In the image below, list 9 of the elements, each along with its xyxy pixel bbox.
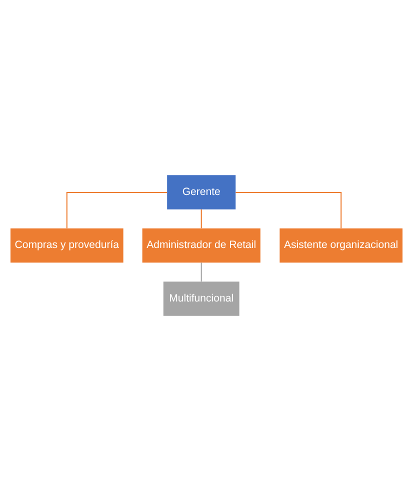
node-box: Multifuncional: [163, 281, 240, 316]
node-box: Compras y proveduría: [10, 228, 124, 262]
connector: [200, 262, 202, 281]
node-box: Asistente organizacional: [280, 228, 403, 262]
connector: [200, 208, 202, 228]
connector: [66, 191, 168, 228]
connector: [236, 191, 342, 228]
node-box: Administrador de Retail: [142, 228, 260, 262]
node-box: Gerente: [167, 174, 236, 209]
